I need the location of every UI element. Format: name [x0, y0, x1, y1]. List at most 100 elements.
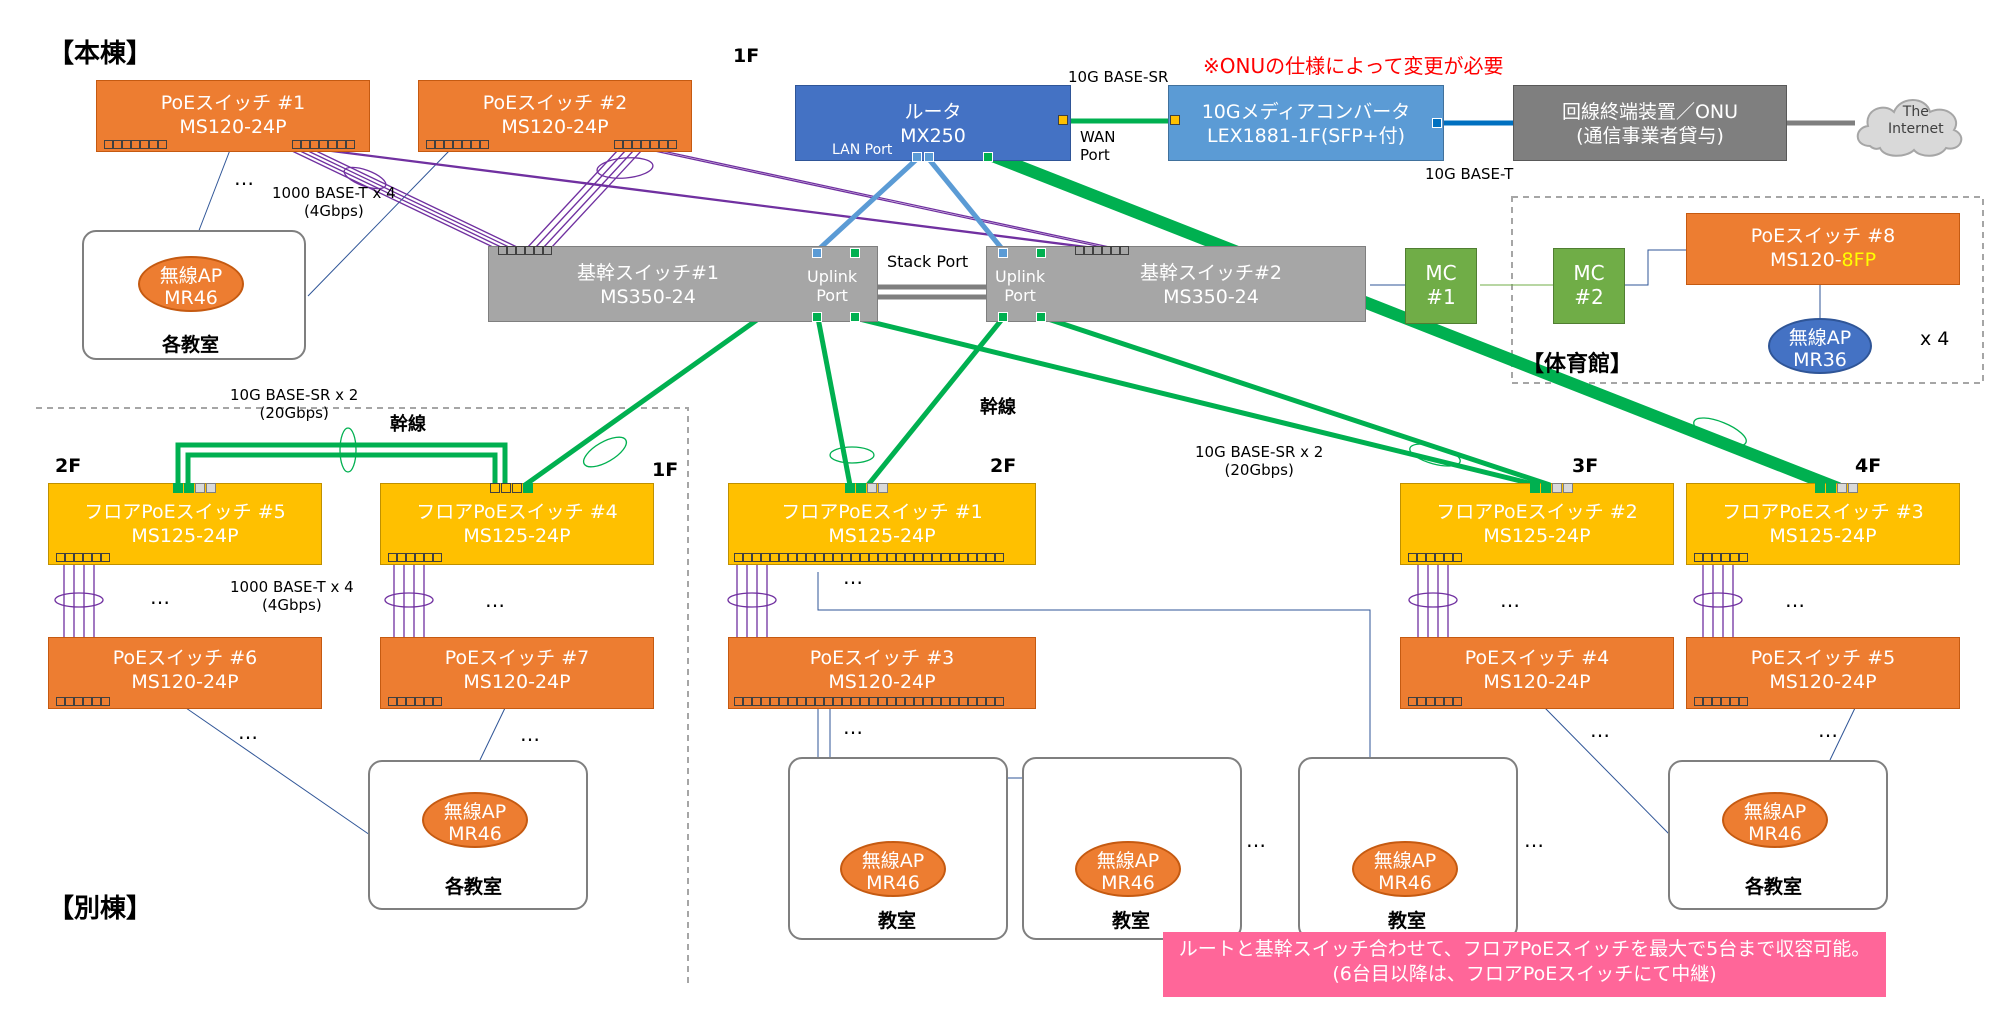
- fpoe3-uplink-c: [1837, 483, 1847, 493]
- speed-10g-sr-x2-main: 10G BASE-SR x 2 (20Gbps): [1195, 443, 1324, 479]
- router-model: MX250: [900, 125, 966, 147]
- fpoe4-uplink-c: [512, 483, 522, 493]
- fpoe5-uplink-a: [173, 483, 183, 493]
- floor-poe-switch-3-model: MS125-24P: [1769, 525, 1877, 547]
- speed-1000t-annex: 1000 BASE-T x 4 (4Gbps): [230, 578, 354, 614]
- fpoe2-uplink-a: [1530, 483, 1540, 493]
- speed-10g-t: 10G BASE-T: [1425, 165, 1514, 183]
- poe-switch-8[interactable]: PoEスイッチ #8 MS120-8FP: [1686, 213, 1960, 285]
- floor-poe-switch-4-model: MS125-24P: [463, 525, 571, 547]
- poe-switch-6-model: MS120-24P: [131, 671, 239, 693]
- classroom-label: 各教室: [162, 334, 220, 356]
- core-switch-1-model: MS350-24: [600, 286, 696, 308]
- ap-mr36-model: MR36: [1793, 349, 1847, 371]
- floor-1f-annex: 1F: [652, 459, 679, 481]
- internet-label-2: Internet: [1888, 121, 1944, 137]
- poe-switch-4-name: PoEスイッチ #4: [1464, 647, 1610, 669]
- mc-sfp-port: [1170, 115, 1180, 125]
- capacity-note: ルートと基幹スイッチ合わせて、フロアPoEスイッチを最大で5台まで収容可能。 (…: [1163, 932, 1886, 997]
- poe-switch-3-model: MS120-24P: [828, 671, 936, 693]
- floor-4f: 4F: [1855, 455, 1882, 477]
- floor-3f: 3F: [1572, 455, 1599, 477]
- floor-poe-switch-5[interactable]: フロアPoEスイッチ #5 MS125-24P: [48, 483, 322, 565]
- floor-poe-switch-5-model: MS125-24P: [131, 525, 239, 547]
- trunk-label-annex: 幹線: [390, 414, 426, 435]
- media-converter-model: LEX1881-1F(SFP+付): [1206, 125, 1406, 147]
- poe-switch-1-name: PoEスイッチ #1: [160, 92, 306, 114]
- core-switch-2[interactable]: 基幹スイッチ#2 MS350-24 Uplink Port: [986, 246, 1366, 322]
- poe1-port-row-2: [292, 140, 355, 149]
- ellipsis-annex-poe6: …: [238, 720, 258, 744]
- fpoe3-uplink-d: [1848, 483, 1858, 493]
- media-converter[interactable]: 10Gメディアコンバータ LEX1881-1F(SFP+付): [1168, 85, 1444, 161]
- floor-poe-switch-3[interactable]: フロアPoEスイッチ #3 MS125-24P: [1686, 483, 1960, 565]
- speed-10g-sr: 10G BASE-SR: [1068, 68, 1169, 86]
- media-converter-mc2[interactable]: MC #2: [1553, 248, 1625, 324]
- fpoe2-port-row: [1408, 553, 1462, 562]
- fpoe5-uplink-c: [195, 483, 205, 493]
- gym-boundary: [1511, 196, 1984, 384]
- floor-2f-annex: 2F: [55, 455, 82, 477]
- onu-desc: (通信事業者貸与): [1576, 125, 1724, 147]
- poe-switch-4-model: MS120-24P: [1483, 671, 1591, 693]
- floor-poe-switch-1[interactable]: フロアPoEスイッチ #1 MS125-24P: [728, 483, 1036, 565]
- router-wan-port: [1058, 115, 1068, 125]
- poe2-port-row-2: [614, 140, 677, 149]
- onu-device[interactable]: 回線終端装置／ONU (通信事業者貸与): [1513, 85, 1787, 161]
- mc2-label: MC: [1573, 261, 1605, 285]
- mc2-number: #2: [1574, 285, 1604, 309]
- ap-model: MR46: [1378, 872, 1432, 894]
- internet-label: The Internet: [1888, 104, 1944, 138]
- fpoe4-uplink-a: [490, 483, 500, 493]
- poe-switch-5-model: MS120-24P: [1769, 671, 1877, 693]
- core-switch-1-name: 基幹スイッチ#1: [576, 262, 719, 284]
- ap-mr36[interactable]: 無線AP MR36: [1768, 318, 1872, 374]
- poe2-port-row: [426, 140, 489, 149]
- internet-label-1: The: [1902, 104, 1929, 120]
- core-switch-2-model: MS350-24: [1163, 286, 1259, 308]
- core-switch-2-uplink-label: Uplink Port: [995, 267, 1046, 305]
- core1-lan-port: [812, 248, 822, 258]
- poe-switch-3-name: PoEスイッチ #3: [809, 647, 955, 669]
- ap-label: 無線AP: [1096, 850, 1160, 872]
- ap-model: MR46: [1748, 823, 1802, 845]
- fpoe4-port-row: [388, 553, 442, 562]
- poe-switch-8-model-suffix: 8FP: [1841, 249, 1877, 271]
- ap-model: MR46: [448, 823, 502, 845]
- mc1-label: MC: [1425, 261, 1457, 285]
- fpoe1-port-row: [734, 553, 1004, 562]
- floor-poe-switch-2-model: MS125-24P: [1483, 525, 1591, 547]
- floor-1f-main: 1F: [733, 45, 760, 67]
- floor-poe-switch-2-name: フロアPoEスイッチ #2: [1436, 501, 1638, 523]
- core1-uplink-port-b: [812, 312, 822, 322]
- router-mx250[interactable]: ルータ MX250 LAN Port: [795, 85, 1071, 161]
- media-converter-mc1[interactable]: MC #1: [1405, 248, 1477, 324]
- router-lan-port-b: [924, 152, 934, 162]
- fpoe1-uplink-c: [867, 483, 877, 493]
- floor-poe-switch-5-name: フロアPoEスイッチ #5: [84, 501, 286, 523]
- core-switch-1[interactable]: 基幹スイッチ#1 MS350-24 Uplink Port: [488, 246, 878, 322]
- poe1-port-row: [104, 140, 167, 149]
- classroom-label: 教室: [1388, 910, 1427, 932]
- ap-label: 無線AP: [159, 265, 223, 287]
- classroom-label: 教室: [878, 910, 917, 932]
- router-trunk-port: [983, 152, 993, 162]
- poe-switch-2-name: PoEスイッチ #2: [482, 92, 628, 114]
- core1-uplink-port-c: [850, 312, 860, 322]
- poe-switch-2-model: MS120-24P: [501, 116, 609, 138]
- poe3-port-row: [734, 697, 1004, 706]
- ellipsis-top: …: [234, 166, 254, 190]
- poe6-port-row: [56, 697, 110, 706]
- floor-poe-switch-2[interactable]: フロアPoEスイッチ #2 MS125-24P: [1400, 483, 1674, 565]
- ap-label: 無線AP: [861, 850, 925, 872]
- core2-lan-port: [998, 248, 1008, 258]
- fpoe2-uplink-c: [1552, 483, 1562, 493]
- floor-poe-switch-4[interactable]: フロアPoEスイッチ #4 MS125-24P: [380, 483, 654, 565]
- speed-1000t-top: 1000 BASE-T x 4 (4Gbps): [272, 184, 396, 220]
